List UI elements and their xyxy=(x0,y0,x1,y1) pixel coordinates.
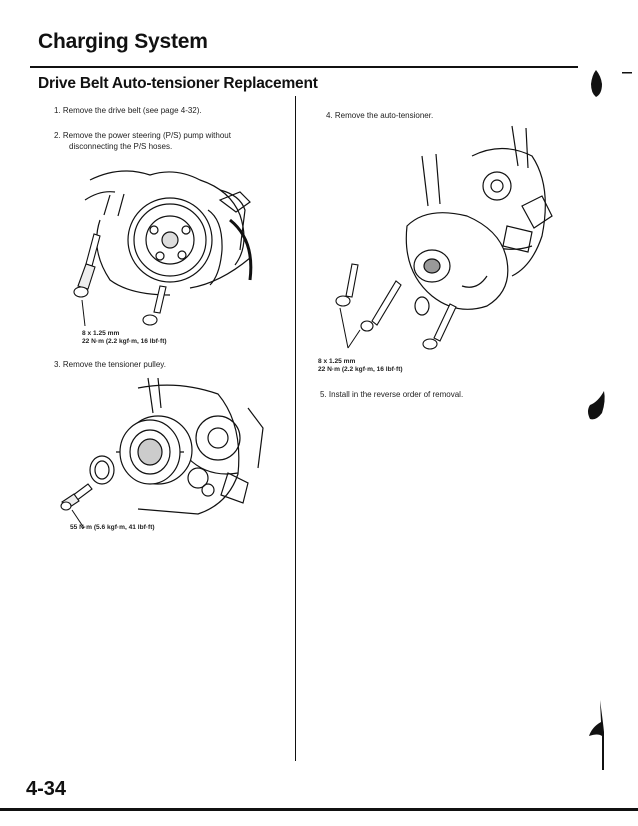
page-title: Drive Belt Auto-tensioner Replacement xyxy=(38,75,318,92)
header-rule xyxy=(30,66,578,68)
step-5: 5. Install in the reverse order of remov… xyxy=(320,390,464,399)
bolt-left xyxy=(73,233,101,298)
margin-mark-middle xyxy=(588,391,605,420)
tensioner-bolts xyxy=(335,263,457,350)
page-number: 4-34 xyxy=(26,778,67,800)
section-title: Charging System xyxy=(38,30,208,53)
fig1-spec-torque: 22 N·m (2.2 kgf·m, 16 lbf·ft) xyxy=(82,338,167,345)
margin-mark-bottom xyxy=(589,700,604,770)
figure-tensioner-pulley xyxy=(60,377,264,529)
washer xyxy=(89,455,115,485)
fig1-spec-size: 8 x 1.25 mm xyxy=(82,330,120,337)
margin-mark-top xyxy=(591,70,602,97)
step-2: 2. Remove the power steering (P/S) pump … xyxy=(54,131,231,140)
tensioner-body xyxy=(405,212,509,316)
margin-dash xyxy=(622,72,632,74)
bolt-right xyxy=(142,285,167,326)
pulley-bolt xyxy=(60,483,93,511)
figure-ps-pump xyxy=(73,170,253,327)
pulley-wheel xyxy=(116,415,193,485)
step-4: 4. Remove the auto-tensioner. xyxy=(326,111,434,120)
footer-rule xyxy=(0,808,638,811)
fig3-spec-size: 8 x 1.25 mm xyxy=(318,358,356,365)
column-divider xyxy=(295,96,296,761)
figure-auto-tensioner xyxy=(335,125,553,350)
step-2-continued: disconnecting the P/S hoses. xyxy=(69,142,173,151)
fig3-spec-torque: 22 N·m (2.2 kgf·m, 16 lbf·ft) xyxy=(318,366,403,373)
fig2-spec-torque: 55 N·m (5.6 kgf·m, 41 lbf·ft) xyxy=(70,524,155,531)
step-1: 1. Remove the drive belt (see page 4-32)… xyxy=(54,106,202,115)
step-3: 3. Remove the tensioner pulley. xyxy=(54,360,166,369)
